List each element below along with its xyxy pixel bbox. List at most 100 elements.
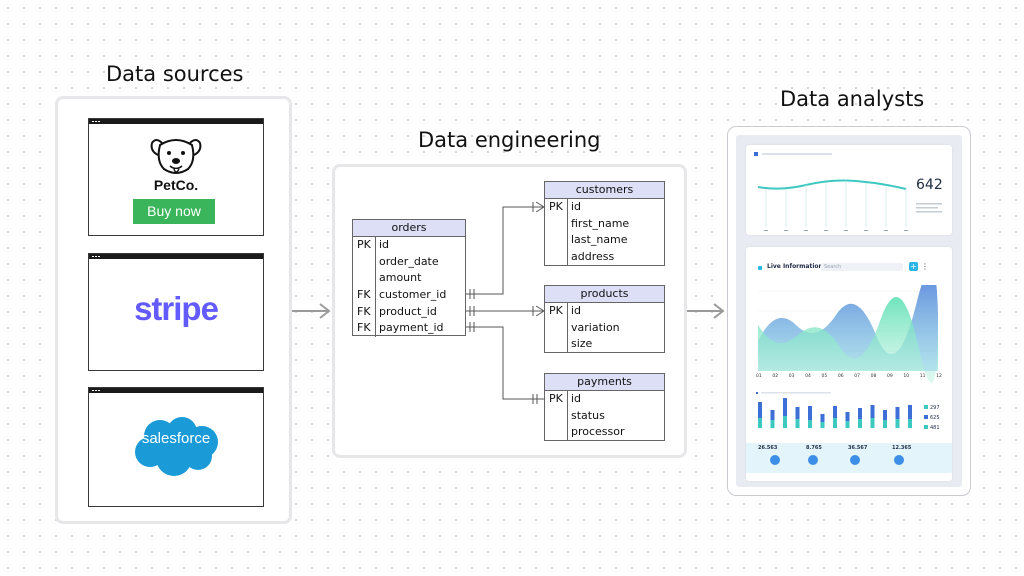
stat-ring-icon	[850, 455, 860, 465]
bar-segment	[908, 405, 912, 419]
legend-value: 625	[930, 415, 940, 421]
key-label: FK	[357, 304, 371, 318]
legend-item: 297	[924, 403, 940, 413]
products-table-header: products	[545, 286, 664, 303]
data-engineering-title: Data engineering	[418, 128, 601, 152]
stripe-browser-window: stripe	[88, 253, 264, 371]
bar-segment	[833, 418, 837, 428]
bar-segment	[883, 410, 887, 420]
table-row: status	[545, 408, 664, 425]
key-label: FK	[357, 288, 371, 302]
stat-ring-icon	[894, 455, 904, 465]
payments-table-header: payments	[545, 374, 664, 391]
field-label: id	[571, 304, 582, 317]
stat-value: 8.765	[806, 445, 822, 451]
key-label: FK	[357, 321, 371, 335]
stat-value: 26.563	[758, 445, 778, 451]
bar-segment	[783, 416, 787, 428]
live-info-card: Live Information Search + ⋮ 01	[746, 247, 952, 481]
petco-logo-text: PetCo.	[153, 177, 199, 193]
customers-table-header: customers	[545, 182, 664, 199]
legend-item: 625	[924, 413, 940, 423]
field-label: order_date	[379, 254, 439, 268]
add-button[interactable]: +	[909, 262, 918, 271]
key-label: PK	[357, 238, 371, 251]
field-label: amount	[379, 271, 422, 285]
bar-segment	[783, 398, 787, 416]
bar-segment	[770, 410, 775, 420]
salesforce-browser-window: salesforce	[88, 387, 264, 507]
table-row: FK product_id	[353, 304, 465, 321]
key-label: PK	[549, 304, 563, 317]
table-row: first_name	[545, 216, 664, 233]
bar-segment	[858, 408, 862, 419]
bar-segment	[870, 405, 875, 418]
bar-segment	[770, 420, 775, 428]
bar-segment	[883, 420, 887, 428]
legend-value: 481	[930, 425, 940, 431]
table-row: last_name	[545, 232, 664, 249]
x-axis-ticks: 01 02 03 04 05 06 07 08 09 10 11 12	[756, 374, 942, 382]
table-row: PK id	[353, 237, 465, 254]
stats-strip: 26.563 8.765 36.567 12.365	[746, 443, 952, 473]
x-tick-label: 05	[821, 374, 828, 379]
buy-now-button[interactable]: Buy now	[133, 199, 215, 224]
orders-table-header: orders	[353, 220, 465, 237]
bar-segment	[895, 419, 900, 428]
more-menu-icon[interactable]: ⋮	[921, 262, 929, 271]
bar-segment	[820, 414, 825, 422]
x-tick-label: 04	[805, 374, 811, 379]
data-sources-title: Data sources	[106, 62, 244, 86]
field-label: id	[571, 200, 582, 213]
search-input[interactable]: Search	[821, 263, 903, 271]
bar-segment	[795, 419, 800, 428]
field-label: id	[379, 238, 390, 251]
table-row: FK customer_id	[353, 287, 465, 304]
table-row: PK id	[545, 303, 664, 320]
bar-segment	[808, 420, 812, 428]
stat-ring-icon	[808, 455, 818, 465]
live-info-title: Live Information	[767, 263, 823, 270]
x-tick-label: 06	[837, 374, 844, 379]
x-tick-label: 09	[887, 374, 893, 379]
x-tick-label: 03	[788, 374, 795, 379]
bar-segment	[758, 402, 762, 418]
bar-segment	[845, 412, 850, 421]
x-tick-label: 01	[756, 374, 762, 379]
field-label: id	[571, 392, 582, 405]
data-analysts-title: Data analysts	[780, 87, 925, 111]
stat-item: 8.765	[806, 445, 822, 465]
x-tick-label: 11	[919, 374, 926, 379]
table-row: order_date	[353, 254, 465, 271]
top-chart-card: 642	[746, 145, 952, 235]
bar-segment	[845, 421, 850, 428]
field-label: status	[571, 408, 605, 422]
bar-segment	[808, 406, 812, 420]
stat-item: 26.563	[758, 445, 780, 465]
legend-item: 481	[924, 423, 940, 433]
bar-segment	[895, 407, 900, 419]
search-placeholder: Search	[824, 264, 842, 270]
bar-segment	[833, 406, 837, 418]
table-row: address	[545, 249, 664, 266]
bar-segment	[820, 422, 825, 428]
salesforce-logo-text: salesforce	[141, 430, 211, 447]
field-label: size	[571, 337, 593, 351]
x-tick-label: 12	[936, 374, 942, 379]
bar-segment	[908, 419, 912, 428]
petco-browser-window: PetCo. Buy now	[88, 118, 264, 236]
stat-ring-icon	[770, 455, 780, 465]
x-tick-label: 07	[854, 374, 860, 379]
bar-segment	[870, 418, 875, 428]
arrow-to-analysts-icon	[686, 303, 725, 319]
field-label: customer_id	[379, 288, 447, 302]
field-label: last_name	[571, 233, 628, 247]
key-label: PK	[549, 392, 563, 405]
top-metric-value: 642	[916, 177, 943, 193]
field-label: product_id	[379, 304, 437, 318]
